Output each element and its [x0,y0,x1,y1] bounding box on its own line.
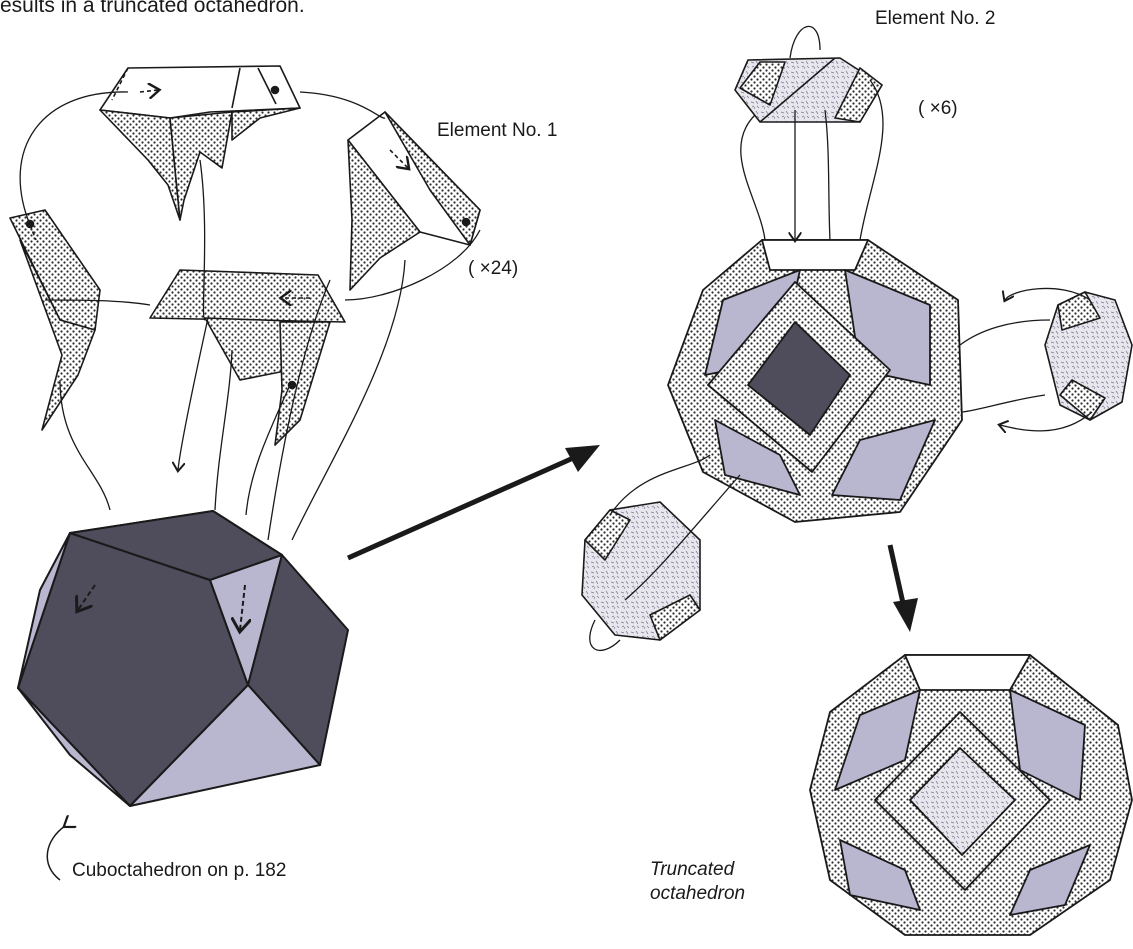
element2-label: Element No. 2 [875,8,995,30]
element1-module-top [100,66,300,220]
cuboctahedron-note: Cuboctahedron on p. 182 [72,860,286,882]
transform-arrow-down [890,545,918,632]
element1-module-center [150,270,345,445]
header-fragment: esults in a truncated octahedron. [0,0,305,18]
cuboctahedron [18,511,348,806]
element1-label: Element No. 1 [437,120,557,142]
truncated-octahedron-label-line2: octahedron [650,882,745,906]
transform-arrow-right [348,445,600,558]
cuboctahedron-pointer-arrow [47,826,65,880]
element2-count: ( ×6) [918,98,958,120]
element2-module-top [735,58,882,122]
truncated-octahedron-label-line1: Truncated [650,858,734,882]
truncated-octahedron [810,655,1132,935]
element1-module-left [10,210,100,430]
element2-module-bottom-left [582,502,700,640]
element1-count: ( ×24) [468,258,518,280]
assembly-polyhedron [668,240,962,522]
element2-module-right [1045,292,1132,420]
